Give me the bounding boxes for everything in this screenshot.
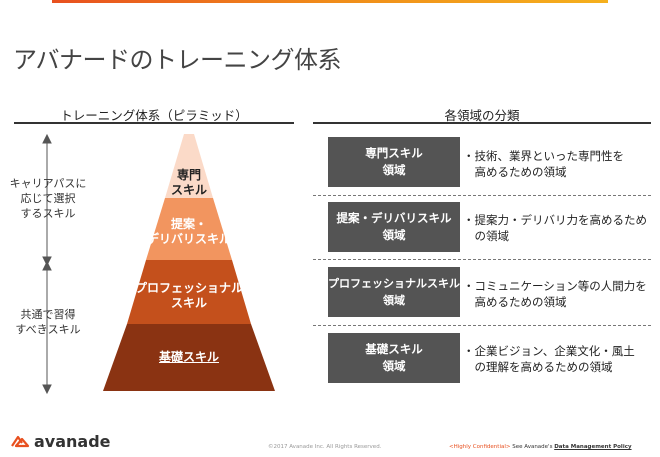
confidential-notice: <Highly Confidential> See Avanade's Data… [449, 444, 632, 450]
see-text: See Avanade's [510, 444, 555, 450]
tier-kiso [103, 324, 275, 391]
tier-teian [146, 198, 232, 260]
tier-label-teian: 提案・ デリバリスキル [146, 217, 231, 246]
category-box-kiso: 基礎スキル 領域 [328, 333, 460, 383]
page-title: アバナードのトレーニング体系 [13, 46, 342, 74]
top-accent-bar [52, 0, 608, 3]
common-skills-label: 共通で習得 すべきスキル [15, 308, 81, 336]
tier-senmon [165, 134, 213, 198]
categories-heading-rule [313, 122, 651, 124]
category-desc-teian: ・提案力・デリバリ力を高めるため の領域 [463, 213, 647, 243]
category-box-senmon: 専門スキル 領域 [328, 137, 460, 187]
row-divider [313, 325, 651, 326]
copyright-text: ©2017 Avanade Inc. All Rights Reserved. [268, 444, 382, 450]
policy-link[interactable]: Data Management Policy [554, 444, 632, 450]
row-divider [313, 195, 651, 196]
avanade-logo-icon [11, 435, 30, 447]
logo-text: avanade [34, 432, 111, 451]
range-arrows [42, 133, 52, 395]
pyramid-heading: トレーニング体系（ピラミッド） [60, 108, 248, 123]
category-desc-senmon: ・技術、業界といった専門性を 高めるための領域 [463, 149, 624, 179]
tier-label-senmon: 専門 スキル [170, 168, 207, 197]
category-desc-professional: ・コミュニケーション等の人間力を 高めるための領域 [463, 279, 647, 309]
tier-label-kiso: 基礎スキル [158, 350, 219, 364]
category-box-professional: プロフェッショナルスキル 領域 [328, 267, 460, 317]
category-box-teian: 提案・デリバリスキル 領域 [328, 202, 460, 252]
pyramid-heading-rule [14, 122, 294, 124]
confidential-label: <Highly Confidential> [449, 444, 511, 450]
row-divider [313, 259, 651, 260]
categories-heading: 各領域の分類 [444, 108, 520, 123]
category-desc-kiso: ・企業ビジョン、企業文化・風土 の理解を高めるための領域 [463, 344, 635, 374]
avanade-logo: avanade [10, 432, 111, 451]
tier-professional [127, 260, 251, 324]
tier-label-professional: プロフェッショナル スキル [134, 281, 243, 310]
career-skills-label: キャリアパスに 応じて選択 するスキル [9, 177, 87, 220]
